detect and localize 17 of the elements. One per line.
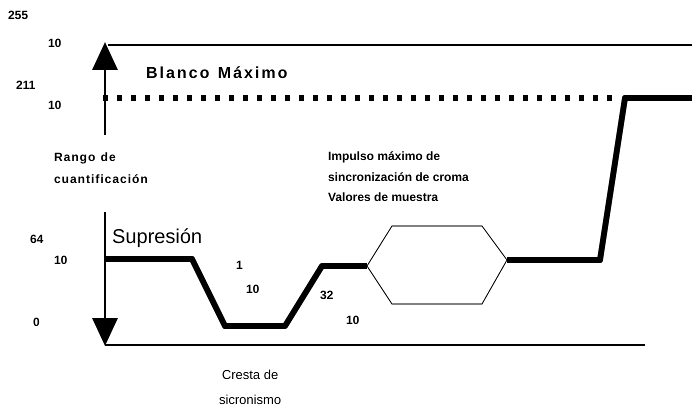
tick-value: 10 bbox=[246, 281, 260, 298]
range-label: Rango de cuantificación bbox=[54, 149, 150, 188]
level-label: Blanco Máximo bbox=[146, 64, 290, 84]
tick-value: 10 bbox=[54, 252, 68, 269]
burst-label: Impulso máximo de sincronización de croma bbox=[328, 148, 470, 186]
sync-tip-label: Cresta de sicronismo bbox=[218, 366, 282, 409]
tick-value: 10 bbox=[346, 312, 360, 329]
tick-value: 0 bbox=[33, 314, 40, 331]
level-label: Supresión bbox=[112, 225, 202, 250]
tick-value: 211 bbox=[16, 77, 36, 94]
tick-value: 32 bbox=[320, 287, 334, 304]
tick-value: 10 bbox=[48, 97, 62, 114]
tick-value: 10 bbox=[48, 35, 62, 52]
sample-label: Valores de muestra bbox=[328, 189, 438, 206]
tick-value: 1 bbox=[236, 257, 243, 274]
tick-value: 64 bbox=[30, 231, 44, 248]
tick-value: 255 bbox=[8, 7, 28, 24]
